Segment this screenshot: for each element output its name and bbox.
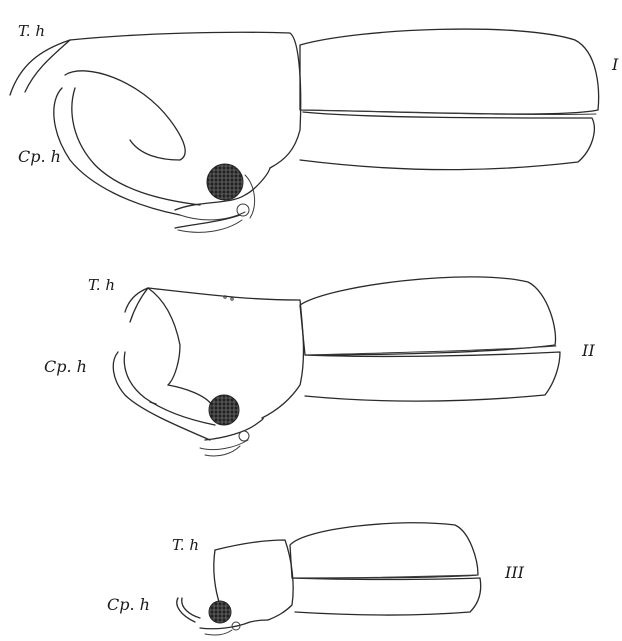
specimen-3-elytra <box>290 523 481 615</box>
specimen-2: T. h Cp. h II <box>44 276 595 456</box>
specimen-2-elytra <box>300 277 560 401</box>
specimen-2-numeral: II <box>581 341 595 360</box>
specimen-3-thoracic-horn-label: T. h <box>172 536 199 554</box>
specimen-2-eye <box>209 395 239 425</box>
specimen-3: T. h Cp. h III <box>107 523 525 635</box>
specimen-2-thoracic-horn-label: T. h <box>88 276 115 294</box>
specimen-3-eye <box>209 601 231 623</box>
specimen-1-head <box>175 164 270 232</box>
specimen-1-thoracic-horn-label: T. h <box>18 22 45 40</box>
specimen-3-cephalic-horn-label: Cp. h <box>107 595 150 614</box>
specimen-1: T. h Cp. h I <box>10 22 619 232</box>
specimen-1-elytra <box>300 29 599 170</box>
specimen-3-head <box>200 601 268 635</box>
specimen-2-cephalic-horn-label: Cp. h <box>44 357 87 376</box>
specimen-1-numeral: I <box>611 55 619 74</box>
specimen-1-cephalic-horn-label: Cp. h <box>18 147 61 166</box>
specimen-3-cephalic-horn <box>177 598 200 622</box>
specimen-3-numeral: III <box>504 563 525 582</box>
specimen-1-cephalic-horn <box>54 88 200 215</box>
specimen-2-cephalic-horn <box>113 352 215 440</box>
specimen-1-eye <box>207 164 243 200</box>
specimen-2-head <box>200 395 263 456</box>
